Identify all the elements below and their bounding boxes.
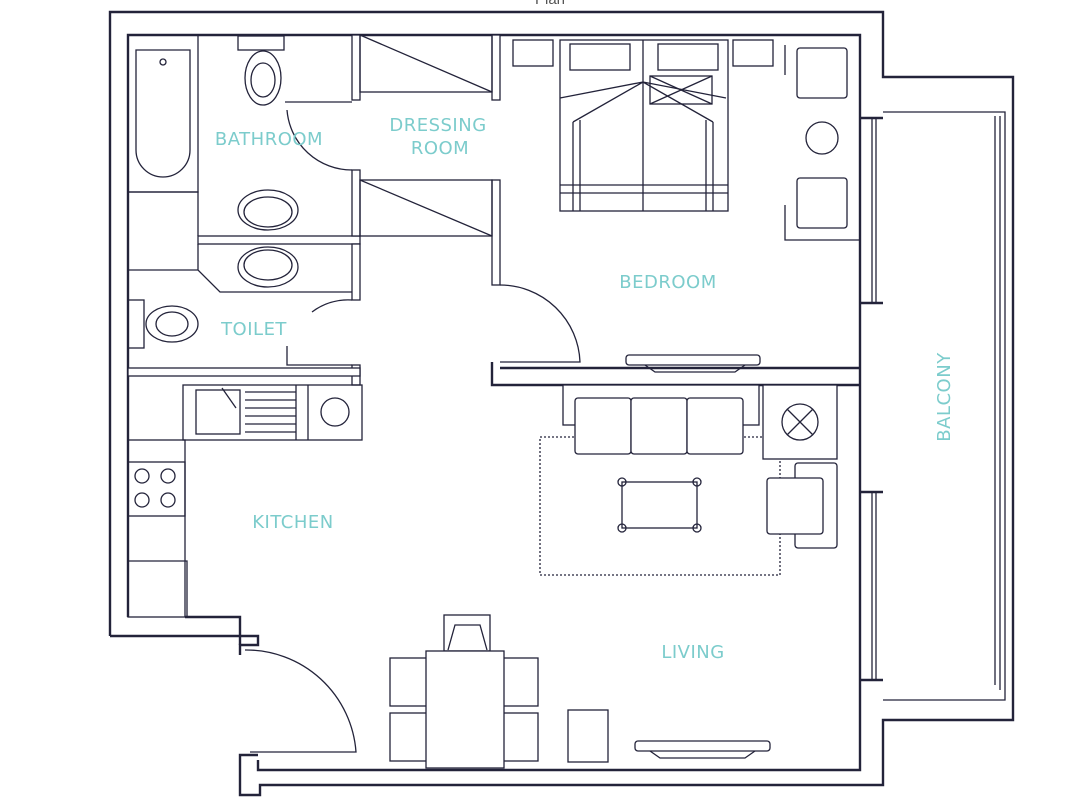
bedroom-tv — [625, 354, 761, 373]
toilet-sink — [237, 246, 299, 288]
bathroom-sink — [237, 189, 299, 231]
bathtub — [127, 34, 199, 193]
label-balcony: BALCONY — [934, 352, 955, 442]
plan-title: Plan — [535, 0, 565, 8]
kitchen-counter — [182, 384, 363, 441]
dining-set — [389, 614, 539, 769]
label-room: ROOM — [411, 138, 469, 159]
wc-fixture — [127, 299, 199, 349]
label-bedroom: BEDROOM — [619, 272, 716, 293]
living-tv — [634, 740, 771, 759]
coffee-table — [617, 477, 702, 533]
label-kitchen: KITCHEN — [252, 512, 334, 533]
armchair — [766, 462, 838, 549]
bed — [512, 39, 774, 212]
label-dressing: DRESSING — [389, 115, 486, 136]
door-swings — [244, 101, 581, 753]
side-table-lamp — [762, 384, 838, 460]
toilet-fixture — [237, 35, 285, 106]
wardrobes — [359, 34, 493, 237]
room-labels: BATHROOM DRESSING ROOM BEDROOM TOILET KI… — [215, 115, 955, 663]
sofa — [562, 384, 760, 455]
hob-counter — [127, 439, 188, 618]
label-living: LIVING — [661, 642, 724, 663]
label-toilet: TOILET — [220, 319, 287, 340]
label-bathroom: BATHROOM — [215, 129, 323, 150]
bedroom-chairs — [784, 45, 860, 241]
cabinet — [567, 709, 609, 763]
rug — [539, 436, 781, 576]
